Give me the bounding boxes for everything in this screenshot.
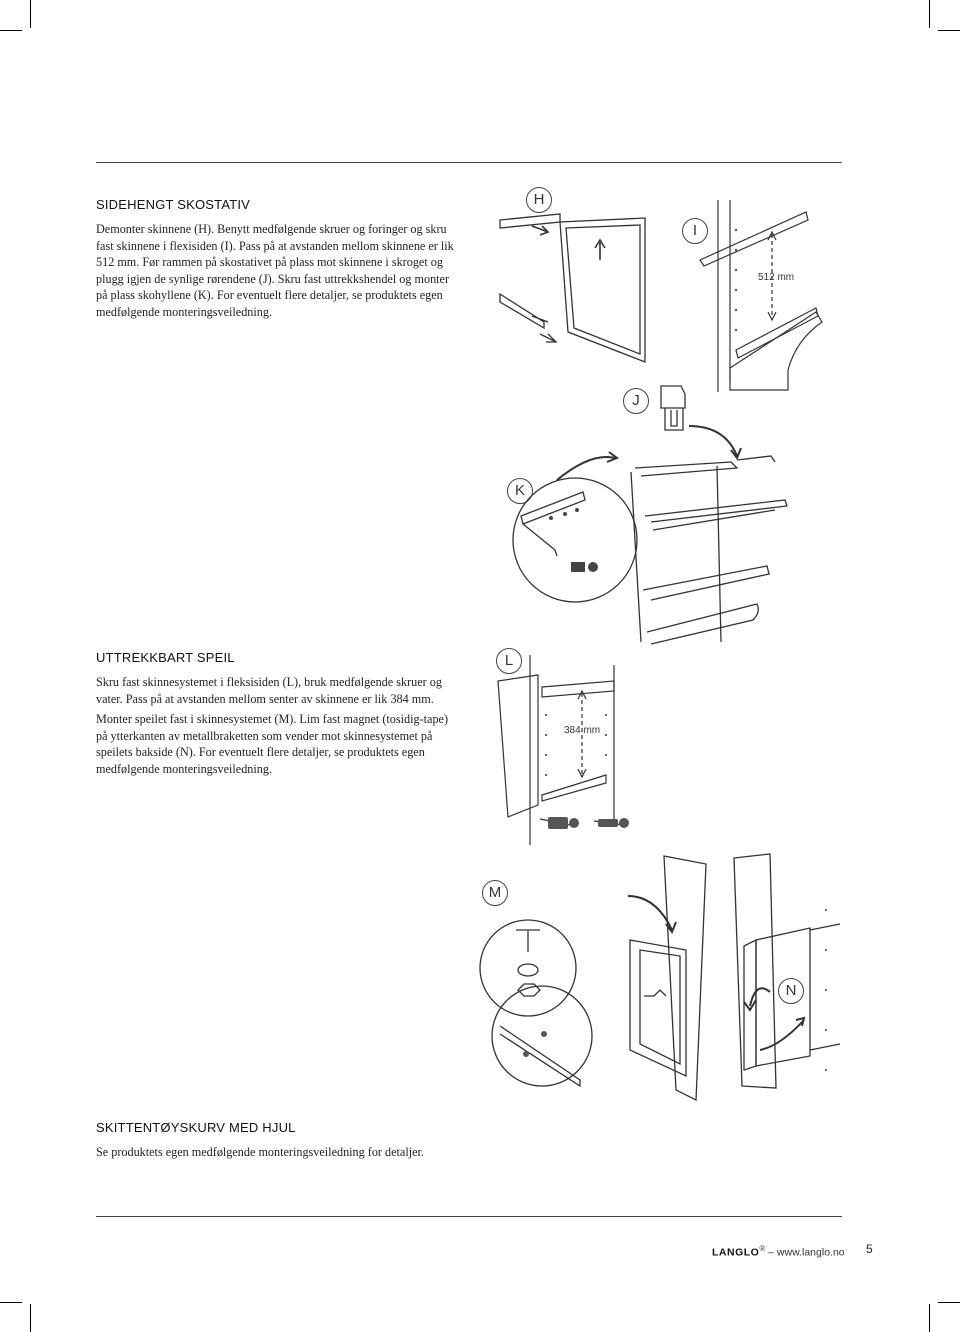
section-paragraph: Skru fast skinnesystemet i fleksisiden (… — [96, 675, 442, 706]
brand-name: LANGLO — [712, 1246, 760, 1259]
figure-jk-shoe-rack: J K — [505, 380, 805, 650]
crop-mark-bottom-right — [929, 1304, 930, 1332]
figure-label-h: H — [526, 187, 552, 213]
figure-mn-mirror-mount: M N — [479, 850, 842, 1110]
crop-mark-bottom-left-h — [0, 1302, 22, 1303]
section-uttrekkbart-speil: UTTREKKBART SPEIL Skru fast skinnesystem… — [96, 650, 458, 778]
section-heading: SKITTENTØYSKURV MED HJUL — [96, 1120, 296, 1135]
mirror-mount-drawing — [479, 853, 841, 1102]
top-rule — [96, 162, 842, 163]
rails-drawing — [499, 213, 646, 363]
section-heading: UTTREKKBART SPEIL — [96, 650, 235, 665]
section-sidehengt-skostativ: SIDEHENGT SKOSTATIV Demonter skinnene (H… — [96, 197, 458, 321]
section-paragraph: Demonter skinnene (H). Benytt medfølgend… — [96, 222, 454, 319]
bottom-rule — [96, 1216, 842, 1217]
crop-mark-bottom-right-h — [938, 1302, 960, 1303]
figure-i-side-panel: I 512 mm — [676, 200, 832, 400]
crop-mark-top-left-h — [0, 30, 22, 31]
page-number: 5 — [866, 1242, 873, 1256]
figure-label-l: L — [496, 648, 522, 674]
crop-mark-top-right-h — [938, 30, 960, 31]
section-paragraph: Se produktets egen medfølgende montering… — [96, 1145, 424, 1159]
section-skittentoyskurv: SKITTENTØYSKURV MED HJUL Se produktets e… — [96, 1120, 516, 1161]
figure-label-n: N — [778, 978, 804, 1004]
side-panel-drawing — [699, 200, 823, 392]
figure-label-m: M — [482, 880, 508, 906]
crop-mark-top-right — [929, 0, 930, 28]
figure-label-i: I — [682, 218, 708, 244]
figure-h-rails: H — [490, 182, 660, 372]
dimension-512: 512 mm — [758, 272, 795, 283]
crop-mark-top-left — [30, 0, 31, 28]
crop-mark-bottom-left — [30, 1304, 31, 1332]
registered-mark: ® — [759, 1244, 766, 1253]
mirror-rails-drawing — [497, 655, 629, 845]
figure-label-j: J — [623, 388, 649, 414]
dimension-384: 384 mm — [564, 725, 601, 736]
section-paragraph: Monter speilet fast i skinnesystemet (M)… — [96, 712, 449, 776]
figure-l-mirror-rails: L 384 mm — [490, 645, 650, 845]
shoe-rack-drawing — [512, 385, 788, 645]
footer-brand-line: LANGLO® – www.langlo.no — [712, 1244, 845, 1259]
separator: – — [765, 1246, 777, 1259]
section-heading: SIDEHENGT SKOSTATIV — [96, 197, 251, 212]
website-link[interactable]: www.langlo.no — [776, 1246, 845, 1259]
